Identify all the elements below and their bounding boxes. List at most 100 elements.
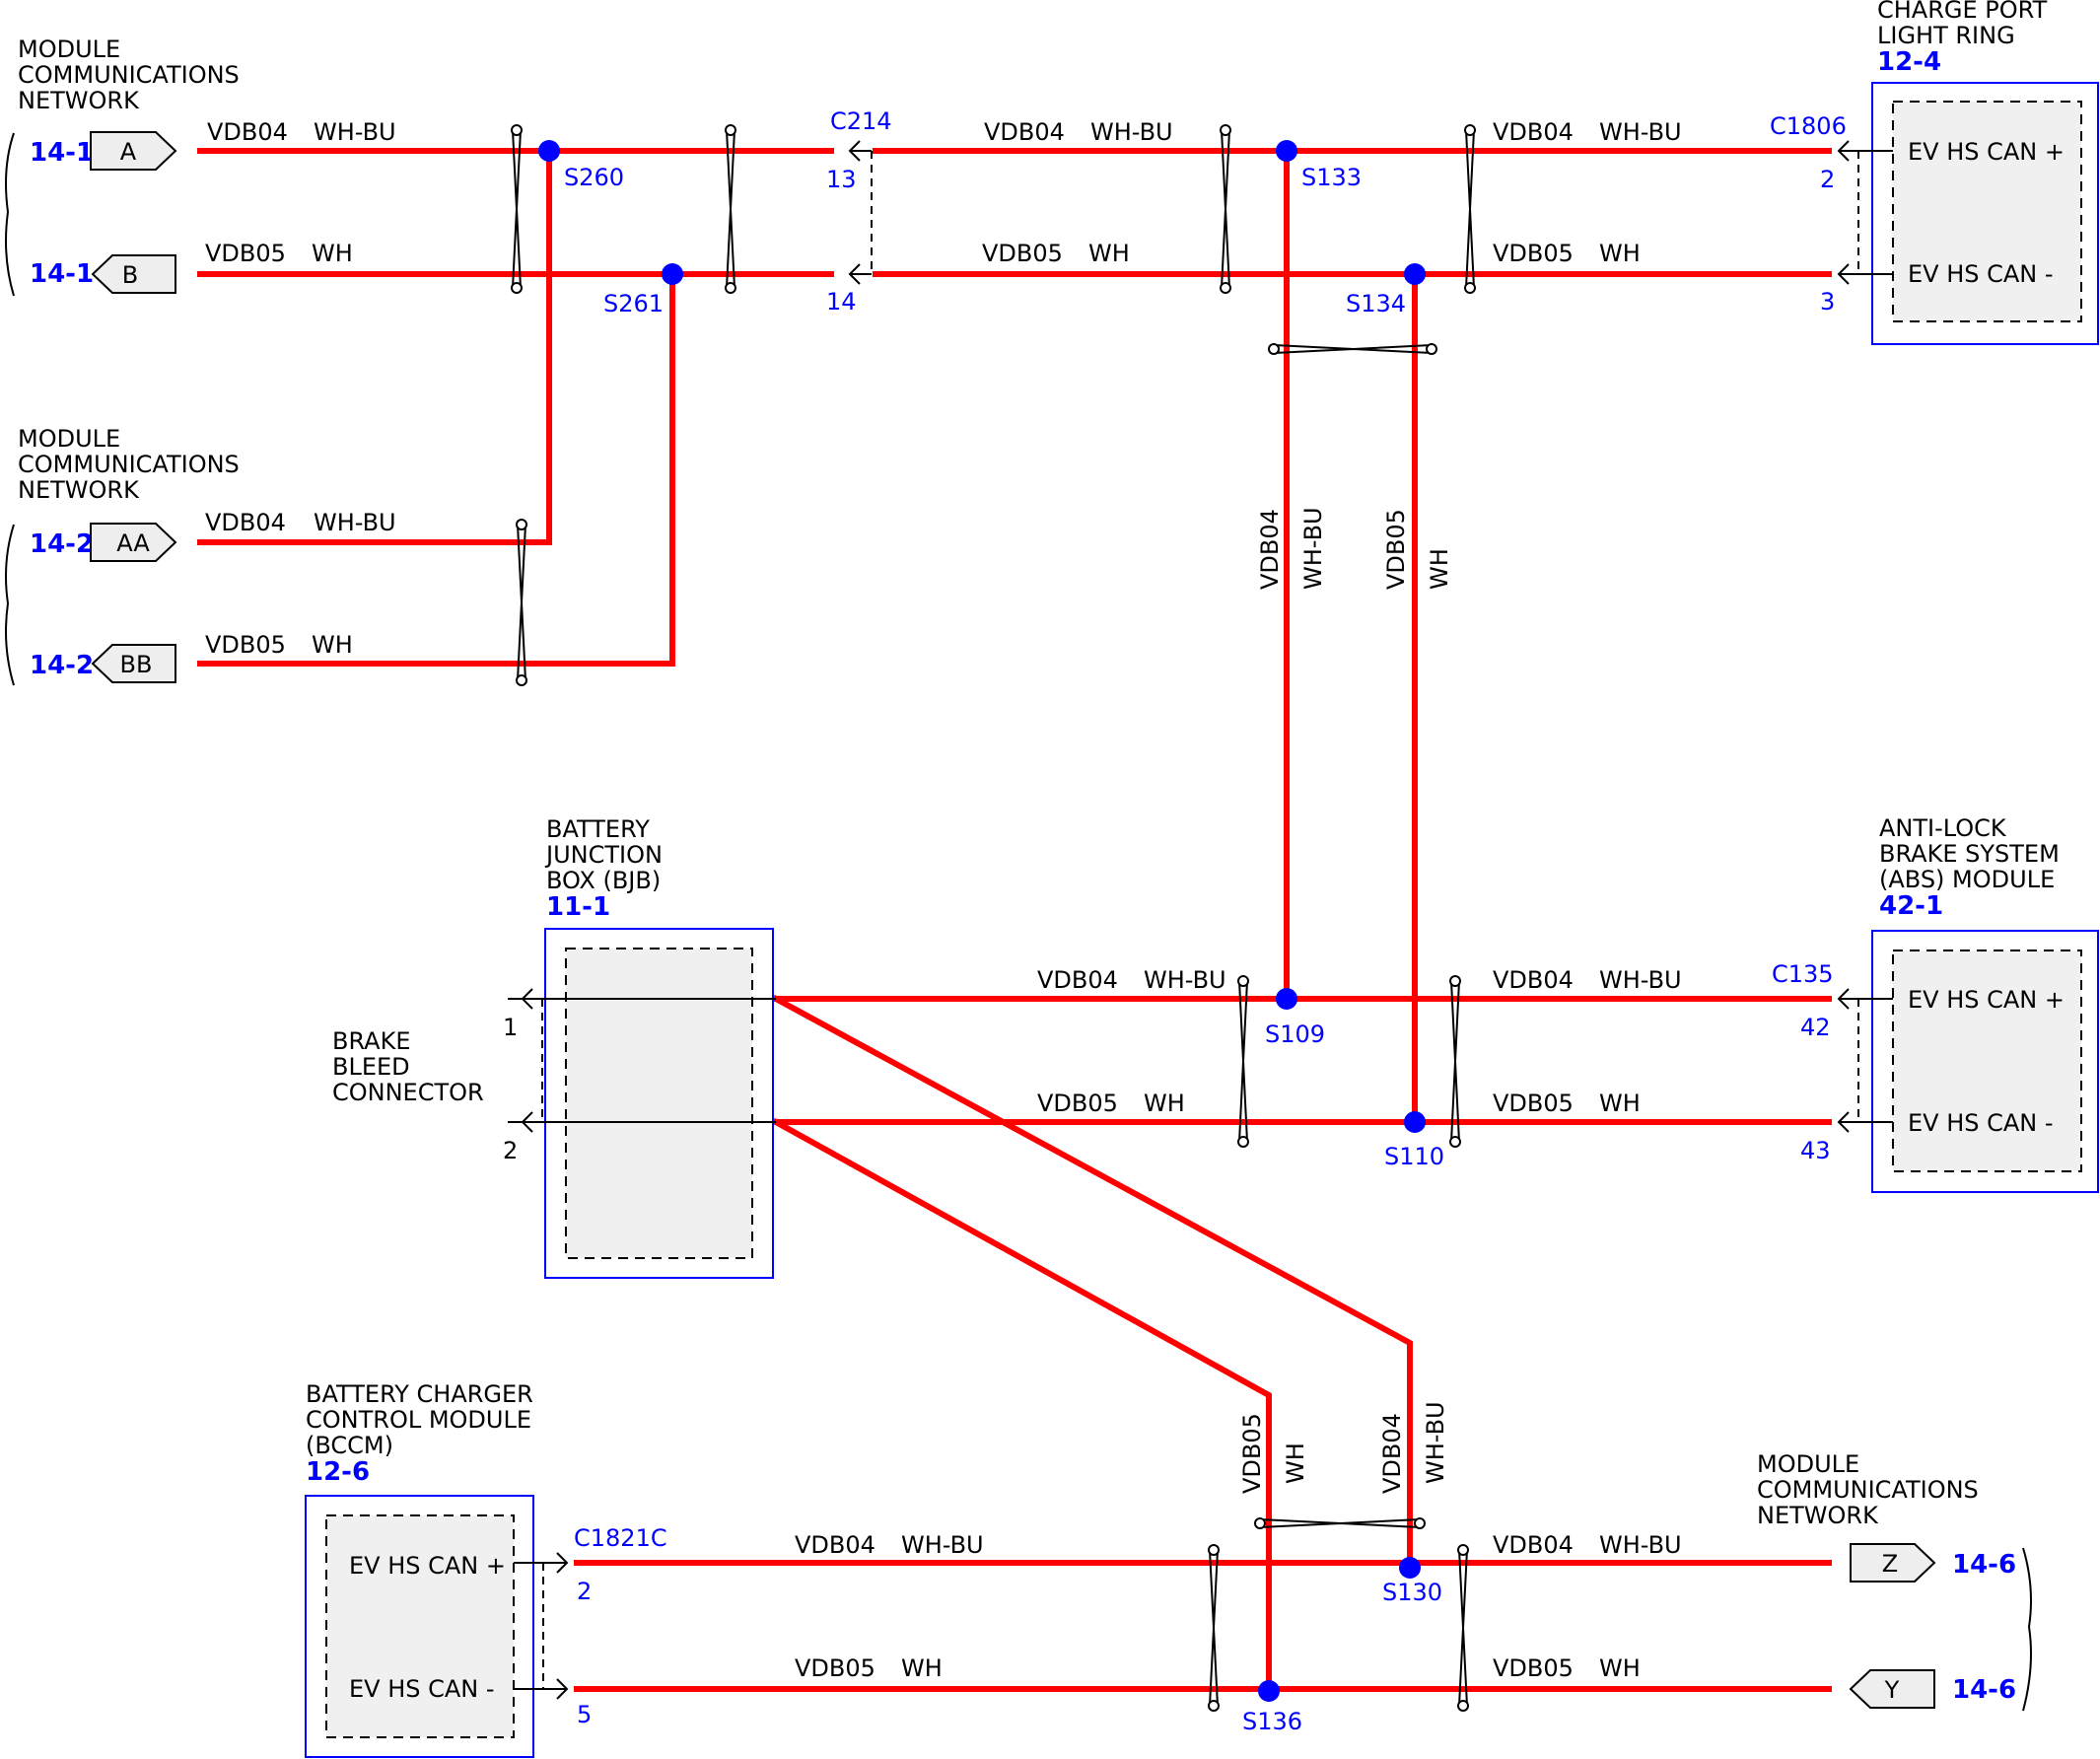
splice-s261 — [662, 263, 683, 285]
splice-label-s136: S136 — [1242, 1708, 1302, 1735]
wire-color-label: WH — [312, 631, 353, 659]
page-reference: 14-1 — [30, 259, 94, 289]
splice-s136 — [1258, 1680, 1280, 1702]
splice-s109 — [1276, 988, 1297, 1010]
module-abs: ANTI-LOCK BRAKE SYSTEM (ABS) MODULE 42-1… — [1772, 814, 2099, 1193]
wire-color-label: WH-BU — [1144, 966, 1226, 994]
connector-flag-y — [1849, 1669, 1935, 1709]
splice-s260 — [538, 140, 560, 162]
pin-label: EV HS CAN + — [1908, 986, 2065, 1014]
connector-pin: 5 — [577, 1701, 592, 1728]
connector-flag-bb — [91, 644, 176, 683]
twist-marker — [1254, 1517, 1426, 1529]
twist-marker — [1220, 124, 1231, 294]
flag-label: Z — [1882, 1550, 1898, 1578]
connector-title: BRAKE — [332, 1027, 411, 1055]
module-inner — [325, 1514, 515, 1738]
flag-label: AA — [116, 529, 150, 557]
brace — [2022, 1547, 2032, 1712]
connector-pin: 42 — [1800, 1014, 1831, 1041]
wire-color-label: WH — [1426, 548, 1453, 590]
pin-label: EV HS CAN - — [1908, 1109, 2054, 1137]
splice-s130 — [1399, 1557, 1421, 1579]
connector-arrow — [514, 1552, 569, 1574]
page-reference: 14-6 — [1952, 1550, 2016, 1580]
wire-circuit-label: VDB05 — [1382, 509, 1410, 590]
page-reference: 11-1 — [546, 892, 610, 922]
splices: S260 S261 S133 S134 S109 S110 S130 S136 — [538, 140, 1444, 1735]
module-title: BOX (BJB) — [546, 867, 661, 894]
splice-label-s110: S110 — [1384, 1143, 1444, 1170]
wire-color-label: WH — [1144, 1090, 1185, 1117]
brake-bleed-connector: BRAKE BLEED CONNECTOR 1 2 — [332, 988, 543, 1164]
module-title: BATTERY CHARGER — [306, 1380, 533, 1408]
module-title: (BCCM) — [306, 1432, 393, 1459]
network-title: NETWORK — [18, 476, 140, 504]
wire-color-label: WH-BU — [314, 118, 396, 146]
connector-arrow — [521, 988, 533, 1010]
network-title: COMMUNICATIONS — [18, 61, 240, 89]
wire-color-label: WH-BU — [1422, 1401, 1449, 1484]
connector-pin: 14 — [826, 288, 857, 316]
connector-flag-b — [91, 254, 176, 294]
wire-circuit-label: VDB04 — [1493, 966, 1574, 994]
connector-pin: 13 — [826, 166, 857, 193]
module-inner — [565, 948, 753, 1259]
wire-color-label: WH-BU — [1599, 966, 1682, 994]
wire-circuit-label: VDB05 — [205, 240, 286, 267]
connector-arrow — [521, 1111, 533, 1133]
connector-arrow — [1837, 988, 1893, 1010]
splice-s133 — [1276, 140, 1297, 162]
wire-color-label: WH — [1088, 240, 1130, 267]
wire-color-label: WH — [312, 240, 353, 267]
connector-pin: 1 — [503, 1014, 518, 1041]
wire-circuit-label: VDB04 — [1493, 1531, 1574, 1559]
brace — [5, 524, 15, 686]
wire-color-label: WH-BU — [314, 509, 396, 536]
page-reference: 12-4 — [1877, 47, 1941, 77]
wire-vdb04-diagonal — [771, 994, 1413, 1566]
network-title: COMMUNICATIONS — [1757, 1476, 1979, 1504]
module-charge-port-light-ring: CHARGE PORT LIGHT RING 12-4 EV HS CAN + … — [1770, 0, 2099, 345]
module-title: CONTROL MODULE — [306, 1406, 531, 1434]
wire-color-label: WH-BU — [1599, 1531, 1682, 1559]
page-reference: 12-6 — [306, 1457, 370, 1487]
module-title: JUNCTION — [544, 841, 663, 869]
connector-arrow — [1837, 1111, 1893, 1133]
connector-title: BLEED — [332, 1053, 410, 1081]
connector-name: C214 — [830, 107, 892, 135]
wire-color-label: WH — [1599, 240, 1641, 267]
page-reference: 14-2 — [30, 529, 94, 559]
wire-vdb04-to-aa — [197, 148, 552, 545]
wire-circuit-label: VDB05 — [982, 240, 1063, 267]
pin-label: EV HS CAN - — [349, 1675, 495, 1703]
twist-marker — [1457, 1544, 1469, 1712]
connector-title: CONNECTOR — [332, 1079, 484, 1106]
wire-circuit-label: VDB05 — [1493, 240, 1574, 267]
splice-s110 — [1404, 1111, 1426, 1133]
wire-color-label: WH — [1599, 1654, 1641, 1682]
module-title: (ABS) MODULE — [1879, 866, 2055, 893]
twist-marker — [725, 124, 736, 294]
wire-circuit-label: VDB04 — [1493, 118, 1574, 146]
splice-s134 — [1404, 263, 1426, 285]
page-reference: 14-2 — [30, 651, 94, 680]
network-title: NETWORK — [1757, 1502, 1879, 1529]
wire-circuit-label: VDB04 — [795, 1531, 875, 1559]
connector-name: C135 — [1772, 960, 1834, 988]
splice-label-s109: S109 — [1265, 1020, 1325, 1048]
page-reference: 14-1 — [30, 138, 94, 168]
connector-pin: 2 — [1820, 166, 1835, 193]
flag-label: BB — [120, 651, 153, 678]
module-bjb: BATTERY JUNCTION BOX (BJB) 11-1 — [508, 815, 776, 1279]
wire-circuit-label: VDB04 — [207, 118, 288, 146]
module-inner — [1892, 950, 2082, 1172]
wire-color-label: WH-BU — [1299, 507, 1327, 590]
connector-name: C1821C — [574, 1524, 667, 1552]
wire-color-label: WH-BU — [1090, 118, 1173, 146]
twisted-pair-markers — [511, 124, 1476, 1712]
module-title: LIGHT RING — [1877, 22, 2015, 49]
twist-marker — [1208, 1544, 1220, 1712]
connector-arrow — [848, 140, 872, 162]
